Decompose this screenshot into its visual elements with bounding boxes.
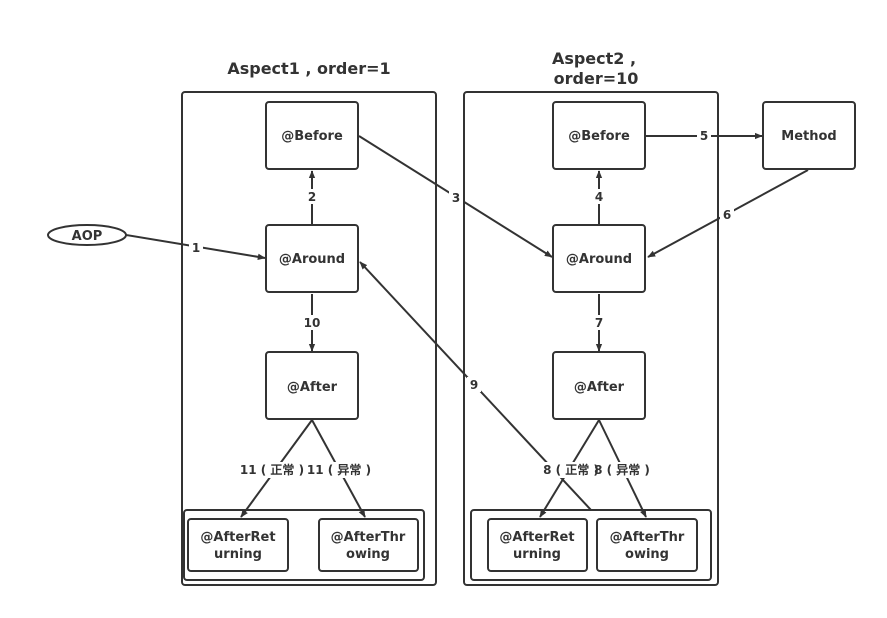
aspect1-before-label: @Before <box>281 129 343 144</box>
aspect1-afterthrowing-node: @AfterThr owing <box>318 518 419 572</box>
edge-1-label: 1 <box>192 241 200 255</box>
aspect2-title-line1: Aspect2 , <box>552 49 636 68</box>
edge-7-label: 7 <box>595 316 603 330</box>
aspect1-before-node: @Before <box>265 101 359 170</box>
aspect2-afterreturning-node: @AfterRet urning <box>487 518 588 572</box>
aspect2-title-line2: order=10 <box>554 69 639 88</box>
aspect2-afterthrowing-node: @AfterThr owing <box>596 518 698 572</box>
aspect1-afterthrowing-label-2: owing <box>346 547 390 562</box>
aspect2-after-label: @After <box>574 380 625 395</box>
method-label: Method <box>781 129 836 144</box>
edge-6-label: 6 <box>723 208 731 222</box>
aspect2-afterthrowing-label-2: owing <box>625 547 669 562</box>
edge-11-normal-label: 11 ( 正常 ) <box>240 462 304 477</box>
aspect2-afterthrowing-label-1: @AfterThr <box>610 530 685 545</box>
aspect2-after-node: @After <box>552 351 646 420</box>
aspect2-around-label: @Around <box>566 252 632 267</box>
aspect2-afterreturning-label-1: @AfterRet <box>499 530 574 545</box>
aspect2-before-label: @Before <box>568 129 630 144</box>
method-node: Method <box>762 101 856 170</box>
aspect1-after-node: @After <box>265 351 359 420</box>
aspect1-afterreturning-label-1: @AfterRet <box>200 530 275 545</box>
edge-8-normal-label: 8 ( 正常 ) <box>543 462 599 477</box>
aspect1-title: Aspect1 , order=1 <box>227 59 390 78</box>
aspect1-afterreturning-node: @AfterRet urning <box>187 518 289 572</box>
aspect1-afterthrowing-label-1: @AfterThr <box>331 530 406 545</box>
aspect1-after-label: @After <box>287 380 338 395</box>
aspect2-afterreturning-label-2: urning <box>513 547 561 562</box>
edge-2-label: 2 <box>308 190 316 204</box>
aspect1-afterreturning-label-2: urning <box>214 547 262 562</box>
edge-11-exception-label: 11 ( 异常 ) <box>307 462 371 477</box>
aspect2-before-node: @Before <box>552 101 646 170</box>
aspect1-around-node: @Around <box>265 224 359 293</box>
aop-node: AOP <box>47 224 127 246</box>
edge-5-label: 5 <box>700 129 708 143</box>
edge-3-label: 3 <box>452 191 460 205</box>
edge-4-label: 4 <box>595 190 603 204</box>
aspect2-container <box>463 91 719 586</box>
aop-label: AOP <box>72 229 103 244</box>
edge-10-label: 10 <box>304 316 321 330</box>
aspect2-around-node: @Around <box>552 224 646 293</box>
edge-9-label: 9 <box>470 378 478 392</box>
aspect1-around-label: @Around <box>279 252 345 267</box>
aspect1-container <box>181 91 437 586</box>
edge-8-exception-label: 8 ( 异常 ) <box>594 462 650 477</box>
